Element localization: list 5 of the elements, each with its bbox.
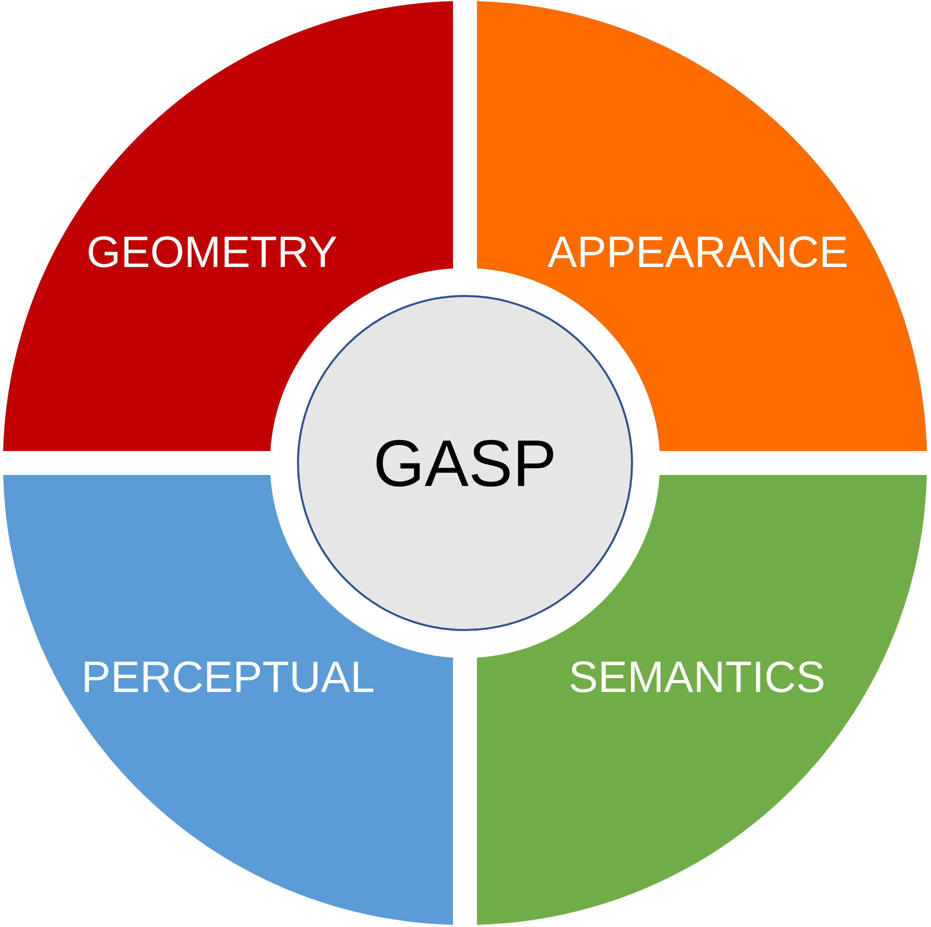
segment-label: PERCEPTUAL [81,656,375,700]
segment-label: APPEARANCE [548,231,848,275]
segment-label: SEMANTICS [568,656,826,700]
center-label: GASP [373,430,557,496]
segment-label: GEOMETRY [86,231,338,275]
